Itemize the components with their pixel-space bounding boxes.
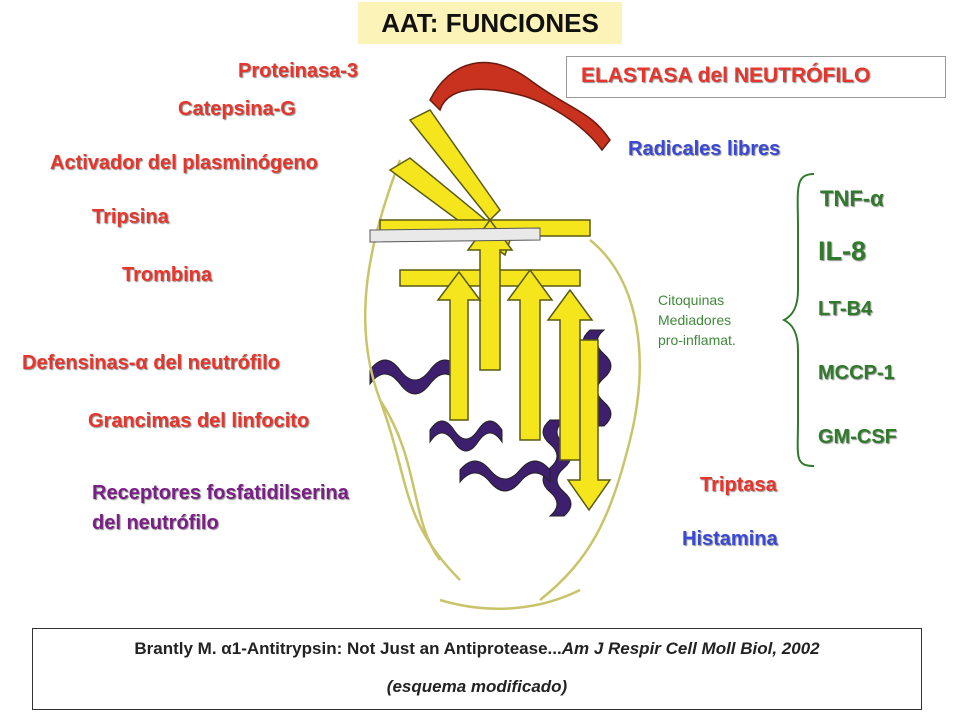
protein-structure-illustration xyxy=(363,61,641,610)
label-triptasa: Triptasa xyxy=(700,474,777,496)
label-grancimas: Grancimas del linfocito xyxy=(88,410,310,432)
label-receptores-line2: del neutrófilo xyxy=(92,512,219,534)
label-tnf-alpha: TNF-α xyxy=(820,186,884,212)
reference-author: Brantly M. xyxy=(134,639,222,658)
label-defensinas: Defensinas-α del neutrófilo xyxy=(22,352,280,375)
alpha-symbol: α xyxy=(135,352,148,374)
page-title: AAT: FUNCIONES xyxy=(381,8,599,38)
loop-mid xyxy=(378,399,442,561)
helix-left-1 xyxy=(369,359,461,395)
reactive-loop xyxy=(429,61,611,152)
label-catepsina-g: Catepsina-G xyxy=(178,98,296,120)
curly-bracket xyxy=(781,173,815,467)
alpha-symbol: α xyxy=(870,186,884,211)
strand-arrow-4 xyxy=(436,270,482,421)
defensinas-prefix: Defensinas- xyxy=(22,352,136,374)
citoquinas-line3: pro-inflamat. xyxy=(658,332,736,348)
label-gm-csf: GM-CSF xyxy=(818,426,897,448)
label-receptores-line1: Receptores fosfatidilserina xyxy=(92,482,349,504)
label-il-8: IL-8 xyxy=(818,236,867,266)
strand-arrow-2 xyxy=(506,268,554,441)
label-histamina: Histamina xyxy=(682,528,778,550)
reference-box: Brantly M. α1-Antitrypsin: Not Just an A… xyxy=(32,628,922,710)
label-activador-plasminogeno: Activador del plasminógeno xyxy=(50,152,318,174)
label-radicales-libres: Radicales libres xyxy=(628,138,781,160)
reference-line-2: (esquema modificado) xyxy=(386,677,568,696)
elastasa-label: ELASTASA del NEUTRÓFILO xyxy=(581,64,871,87)
strand-1 xyxy=(408,109,501,222)
beta-sheets-group xyxy=(379,109,612,512)
citoquinas-note: Citoquinas Mediadores pro-inflamat. xyxy=(658,290,736,350)
helix-left-2 xyxy=(429,420,503,452)
loop-bottom xyxy=(439,588,581,610)
label-proteinasa-3: Proteinasa-3 xyxy=(238,60,359,82)
loop-right xyxy=(539,239,641,601)
strand-arrow-5 xyxy=(566,339,612,512)
citoquinas-line2: Mediadores xyxy=(658,312,732,328)
strand-grey xyxy=(369,227,541,243)
defensinas-suffix: del neutrófilo xyxy=(147,352,280,374)
title-box: AAT: FUNCIONES xyxy=(358,2,622,44)
label-trombina: Trombina xyxy=(122,264,213,286)
elastasa-box: ELASTASA del NEUTRÓFILO xyxy=(566,56,946,98)
alpha-symbol: α xyxy=(221,639,232,658)
label-lt-b4: LT-B4 xyxy=(818,298,873,320)
tnf-prefix: TNF- xyxy=(820,186,871,211)
reference-journal: Am J Respir Cell Moll Biol, 2002 xyxy=(561,639,820,658)
reference-line-1: Brantly M. α1-Antitrypsin: Not Just an A… xyxy=(33,639,921,659)
reference-title: 1-Antitrypsin: Not Just an Antiprotease.… xyxy=(231,639,562,658)
helix-bottom xyxy=(459,460,551,492)
citoquinas-line1: Citoquinas xyxy=(658,292,725,308)
label-tripsina: Tripsina xyxy=(92,206,169,228)
label-mccp-1: MCCP-1 xyxy=(818,362,895,384)
